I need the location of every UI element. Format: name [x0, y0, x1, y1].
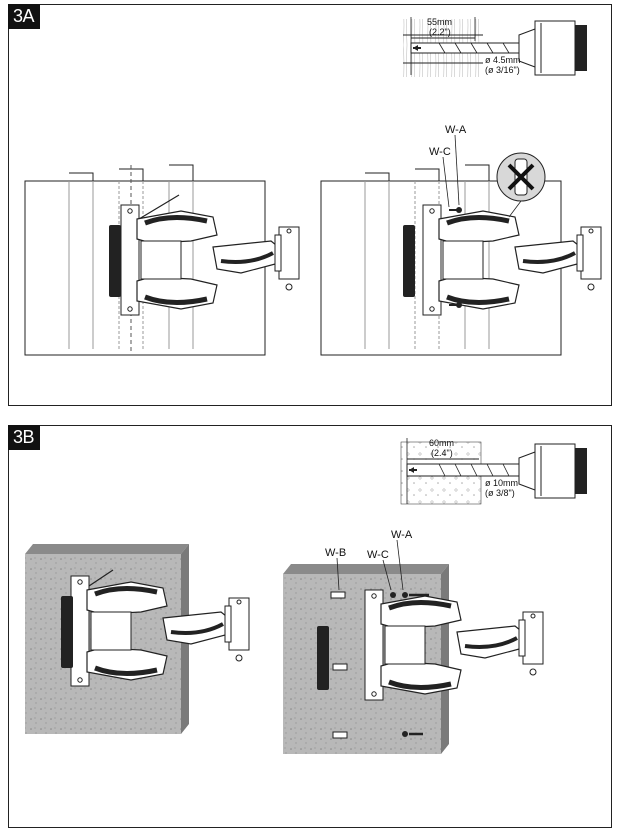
step-3b-tag: 3B	[8, 425, 41, 450]
svg-text:55mm: 55mm	[427, 17, 452, 27]
screw-icon	[449, 207, 462, 308]
bubble-level	[403, 225, 415, 297]
callout-wc-3b: W-C	[367, 549, 389, 561]
svg-text:(2.2"): (2.2")	[429, 27, 451, 37]
callout-wb-3b: W-B	[325, 547, 346, 559]
bubble-level	[61, 596, 73, 668]
svg-text:(ø 3/16"): (ø 3/16")	[485, 65, 520, 75]
drill-bit-icon	[406, 463, 522, 477]
svg-text:ø 10mm: ø 10mm	[485, 478, 518, 488]
step-3a-tag: 3A	[8, 4, 41, 29]
drill-icon	[518, 443, 587, 499]
bubble-level	[317, 626, 329, 690]
step-3a-illustration: 55mm (2.2") ø 4.5mm (ø 3/16")	[24, 17, 613, 356]
drill-bit-icon	[410, 42, 522, 54]
bubble-level	[109, 225, 121, 297]
step-3b-panel: 3B	[8, 425, 612, 828]
tv-wall-mount-icon	[365, 590, 543, 700]
step-3b-illustration: 60mm (2.4") ø 10mm (ø 3/8")	[25, 438, 587, 754]
callout-wa-3b: W-A	[391, 529, 413, 541]
svg-text:(2.4"): (2.4")	[431, 448, 453, 458]
callout-wa-3a: W-A	[445, 124, 467, 136]
svg-text:60mm: 60mm	[429, 438, 454, 448]
wall-plug-prohibited-icon	[496, 152, 546, 218]
callout-wc-3a: W-C	[429, 146, 451, 158]
step-3a-panel: 3A	[8, 4, 612, 406]
drill-icon	[518, 20, 587, 76]
svg-text:ø 4.5mm: ø 4.5mm	[485, 55, 521, 65]
screw-icon	[390, 592, 429, 737]
drill-depth-detail-3a: 55mm (2.2") ø 4.5mm (ø 3/16")	[403, 17, 587, 77]
drill-depth-detail-3b: 60mm (2.4") ø 10mm (ø 3/8")	[400, 438, 587, 505]
wall-plug-icon	[330, 591, 348, 739]
svg-text:(ø 3/8"): (ø 3/8")	[485, 488, 515, 498]
